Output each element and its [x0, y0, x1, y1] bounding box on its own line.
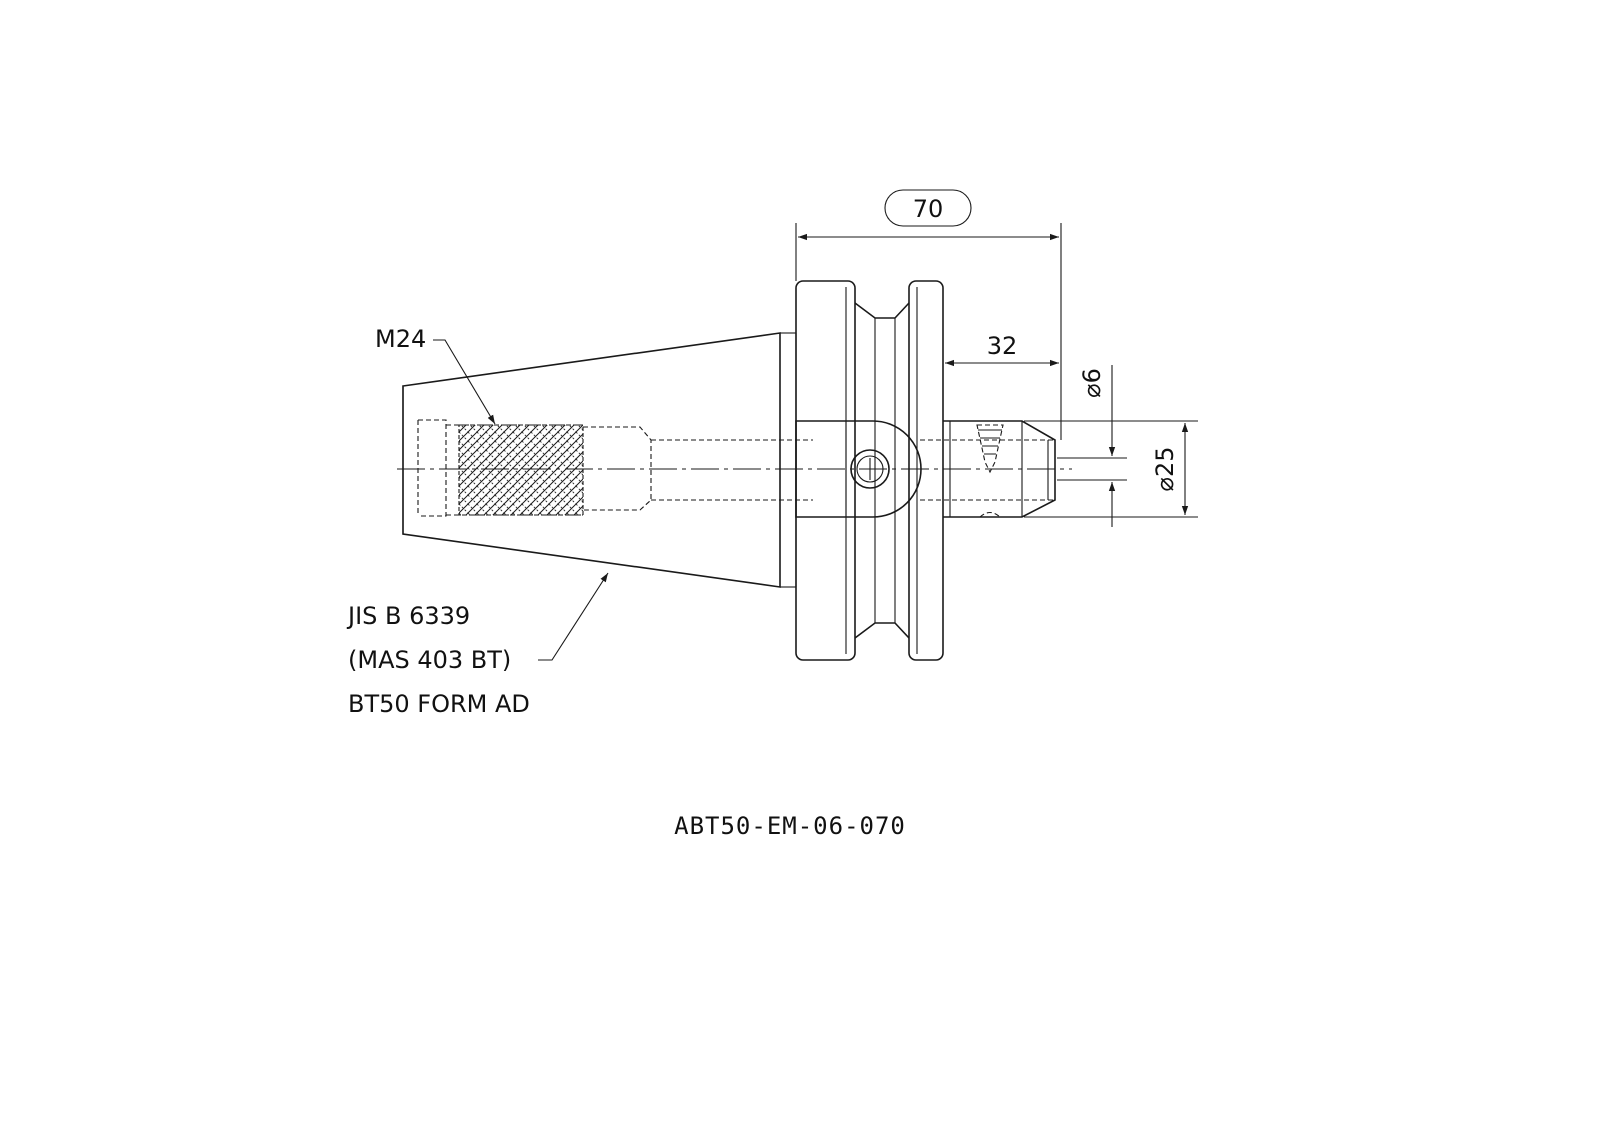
- dim-6-label: ⌀6: [1078, 368, 1106, 398]
- internal-bore: [417, 419, 1055, 517]
- callout-thread: M24: [375, 325, 496, 425]
- part-number: ABT50-EM-06-070: [674, 812, 906, 840]
- dimension-bore-diameter: ⌀6: [1057, 365, 1127, 527]
- standard-label-2: (MAS 403 BT): [348, 646, 511, 674]
- dimension-shank-length: 32: [945, 332, 1059, 367]
- dim-32-label: 32: [987, 332, 1018, 360]
- dimension-overall-length: 70: [795, 189, 1062, 440]
- thread-label: M24: [375, 325, 426, 353]
- dim-70-label: 70: [913, 195, 944, 223]
- drive-slot: [795, 420, 922, 518]
- standard-label-3: BT50 FORM AD: [348, 690, 530, 718]
- standard-label-1: JIS B 6339: [346, 602, 470, 630]
- dim-25-label: ⌀25: [1151, 447, 1179, 492]
- callout-standard: JIS B 6339 (MAS 403 BT) BT50 FORM AD: [346, 572, 609, 718]
- thread-region: [446, 424, 584, 516]
- dimension-shank-diameter: ⌀25: [1024, 420, 1198, 518]
